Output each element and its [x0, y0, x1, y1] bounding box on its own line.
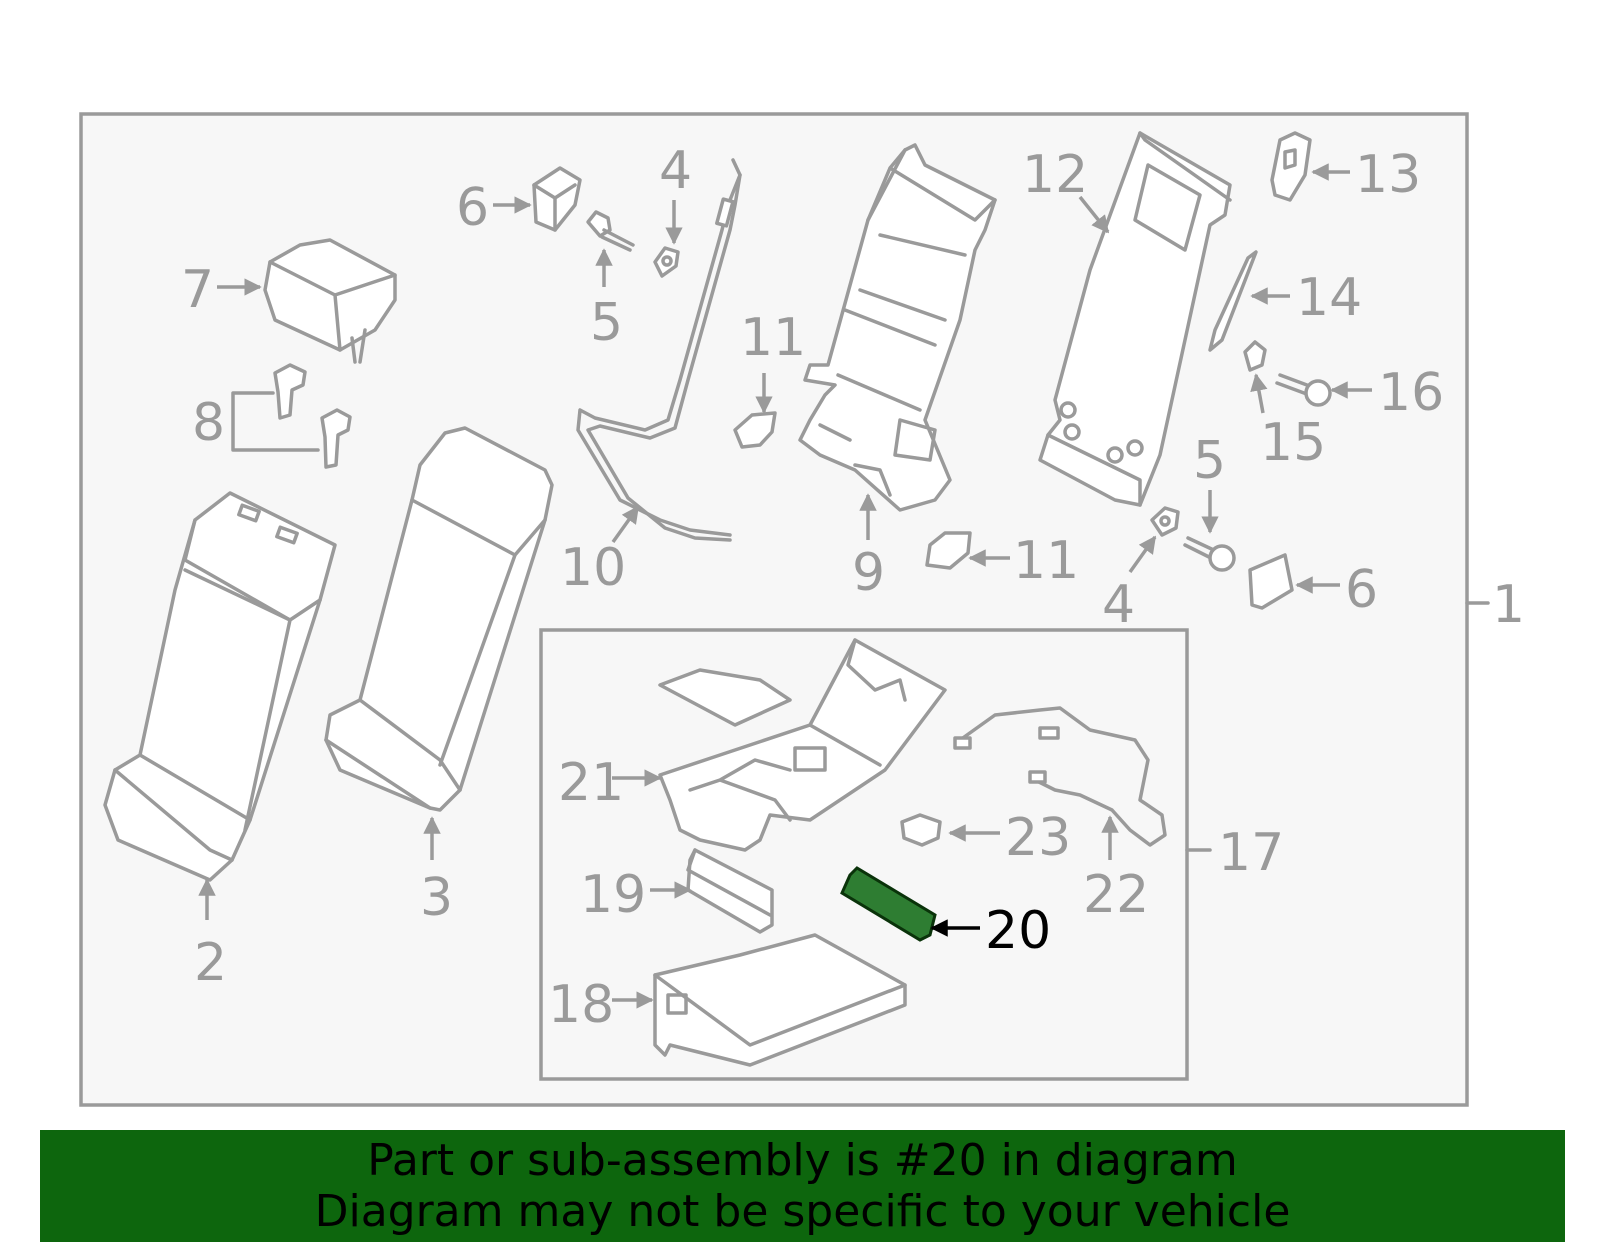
- callout-22: 22: [1083, 865, 1149, 925]
- cover-part-11-top: [733, 411, 777, 449]
- strip-part-14: [1208, 250, 1258, 352]
- bolt-part-top: [586, 210, 635, 252]
- back-panel-part: [1038, 131, 1232, 507]
- release-cable-part: [576, 158, 742, 542]
- callout-7: 7: [181, 260, 214, 320]
- clip-part-top: [532, 166, 582, 232]
- clip-part-13: [1270, 131, 1312, 202]
- clip-part-23: [900, 813, 942, 847]
- screw-part-16: [1275, 373, 1332, 407]
- callout-13: 13: [1355, 145, 1421, 205]
- banner-line-2: Diagram may not be specific to your vehi…: [314, 1186, 1291, 1237]
- callout-arrows: [198, 163, 1372, 1009]
- highlighted-part-20: [840, 866, 937, 942]
- callout-19: 19: [580, 865, 646, 925]
- bolt-part-bottom: [1183, 536, 1236, 572]
- washer-part-15: [1243, 340, 1267, 372]
- callout-3: 3: [420, 868, 453, 928]
- cushion-part-18: [653, 933, 907, 1067]
- callout-21: 21: [558, 753, 624, 813]
- callout-1: 1: [1492, 575, 1525, 635]
- callout-6-bottom: 6: [1345, 560, 1378, 620]
- callout-2: 2: [194, 933, 227, 993]
- callout-5-top: 5: [590, 293, 623, 353]
- callout-14: 14: [1296, 268, 1362, 328]
- seatback-frame-part: [798, 143, 997, 512]
- callout-11-top: 11: [740, 308, 806, 368]
- callout-18: 18: [548, 975, 614, 1035]
- callout-9: 9: [852, 543, 885, 603]
- callout-10: 10: [560, 538, 626, 598]
- callout-16: 16: [1378, 363, 1444, 423]
- callout-23: 23: [1005, 808, 1071, 868]
- callout-8: 8: [192, 393, 225, 453]
- callout-6-top: 6: [456, 178, 489, 238]
- callout-20: 20: [985, 901, 1051, 961]
- parts-diagram: 1 2 3 4 4 5 5 6 6 7 8 9 10 11 11 12 13 1…: [79, 112, 1525, 1107]
- clip-part-bottom: [1248, 553, 1294, 610]
- info-banner: Part or sub-assembly is #20 in diagram D…: [40, 1130, 1565, 1242]
- cover-part-11-bottom: [925, 531, 972, 570]
- banner-line-1: Part or sub-assembly is #20 in diagram: [367, 1135, 1238, 1186]
- callout-11-bottom: 11: [1013, 531, 1079, 591]
- console-part-21: [658, 638, 947, 852]
- headrest-part: [263, 238, 397, 364]
- callout-labels: 1 2 3 4 4 5 5 6 6 7 8 9 10 11 11 12 13 1…: [181, 141, 1525, 1035]
- seatback-cover-right-part: [324, 426, 554, 812]
- washer-part-top: [653, 246, 680, 278]
- callout-5-bottom: 5: [1193, 431, 1226, 491]
- callout-4-bottom: 4: [1102, 575, 1135, 635]
- callout-4-top: 4: [659, 141, 692, 201]
- harness-part-22: [953, 706, 1167, 847]
- washer-part-bottom: [1150, 506, 1180, 537]
- callout-15: 15: [1260, 413, 1326, 473]
- callout-12: 12: [1022, 145, 1088, 205]
- headrest-guide-part: [231, 363, 352, 469]
- callout-17: 17: [1218, 823, 1284, 883]
